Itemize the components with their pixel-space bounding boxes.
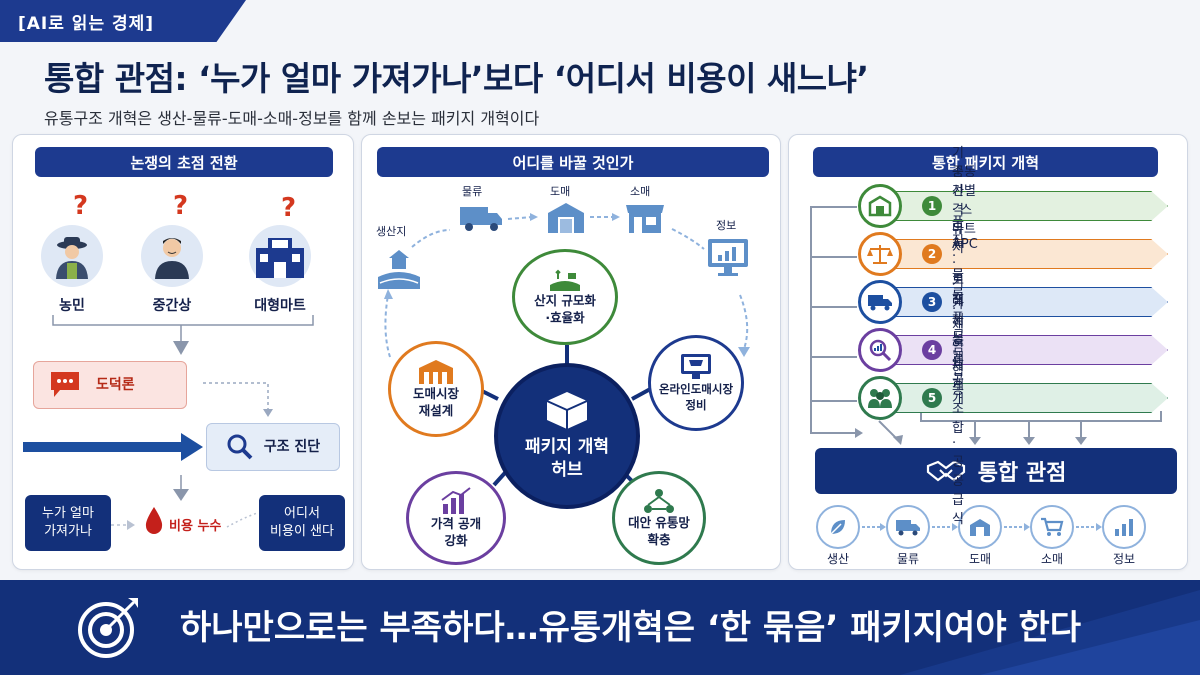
actor-label: 대형마트 <box>254 298 306 314</box>
item-number: 5 <box>922 388 942 408</box>
flow-label: 생산지 <box>376 225 407 238</box>
flow-label: 정보 <box>1112 552 1136 566</box>
field-icon <box>550 269 580 292</box>
flow-label: 도매 <box>968 552 992 566</box>
node-price-disclosure: 가격 공개 강화 <box>406 471 506 565</box>
warehouse-icon <box>958 505 1002 549</box>
node-origin-scale: 산지 규모화 ·효율화 <box>512 249 618 345</box>
magnifier-icon <box>227 434 253 460</box>
node-wholesale-redesign: 도매시장 재설계 <box>388 341 484 437</box>
integrated-view-label: 통합 관점 <box>977 461 1067 486</box>
farmland-icon <box>376 247 422 293</box>
page-subtitle: 유통구조 개혁은 생산-물류-도매-소매-정보를 함께 손보는 패키지 개혁이다 <box>44 109 540 128</box>
panel-focus-shift: 논쟁의 초점 전환 ? ? ? 농민 중간상 대형마트 도덕론 구조 진단 누가… <box>12 134 354 570</box>
speech-bubble-icon <box>51 372 79 397</box>
warehouse-icon <box>546 201 586 239</box>
magnifier-chart-icon <box>858 328 902 372</box>
item-label: 품질 · 물류 · 책임체계 <box>952 215 964 393</box>
flow-label: 물류 <box>462 185 483 198</box>
page-title: 통합 관점: ‘누가 얼마 가져가나’보다 ‘어디서 비용이 새느냐’ <box>44 59 869 98</box>
market-building-icon <box>419 360 453 385</box>
node-label: 산지 규모화 ·효율화 <box>534 293 596 325</box>
node-online-market: 온라인도매시장 정비 <box>648 335 744 431</box>
item-label: 로컬푸드 · 협동조합 · 공공급식 <box>952 273 964 527</box>
farmer-icon <box>41 225 103 287</box>
flow-label: 물류 <box>896 552 920 566</box>
truck-icon <box>858 280 902 324</box>
section-tag: [AI로 읽는 경제] <box>0 0 246 42</box>
question-mark: ? <box>281 193 297 223</box>
actor-label: 중간상 <box>152 298 192 314</box>
box-icon <box>546 392 588 430</box>
bar-chart-icon <box>441 487 471 515</box>
banner-decoration <box>900 590 1200 675</box>
question-mark: ? <box>73 191 89 221</box>
panel-heading: 통합 패키지 개혁 <box>813 147 1158 177</box>
flow-label: 정보 <box>716 219 737 232</box>
shop-icon <box>624 201 666 239</box>
item-number: 1 <box>922 196 942 216</box>
truck-icon <box>458 203 504 237</box>
bottom-banner: 하나만으로는 부족하다…유통개혁은 ‘한 묶음’ 패키지여야 한다 <box>0 580 1200 675</box>
node-label: 가격 공개 강화 <box>430 516 482 548</box>
hub-label: 패키지 개혁 허브 <box>524 437 610 480</box>
panel-where-to-change: 어디를 바꿀 것인가 생산지 물류 도매 소매 정보 패키지 개혁 <box>361 134 781 570</box>
item-label: 공동선별 · 스마트 APC <box>952 164 978 252</box>
item-number: 3 <box>922 292 942 312</box>
package-reform-hub: 패키지 개혁 허브 <box>494 363 640 509</box>
flow-label: 생산 <box>826 552 850 566</box>
node-label: 대안 유통망 확충 <box>628 515 690 547</box>
structure-diagnosis-box: 구조 진단 <box>206 423 340 471</box>
moralism-box: 도덕론 <box>33 361 187 409</box>
integrated-view-banner: 통합 관점 <box>815 448 1177 494</box>
cart-icon <box>1030 505 1074 549</box>
who-takes-box: 누가 얼마 가져가나 <box>25 495 111 551</box>
scale-icon <box>858 232 902 276</box>
item-number: 2 <box>922 244 942 264</box>
cost-leak-label: 비용 누수 <box>169 519 222 534</box>
item-label: 가격 흐름 공개 <box>952 297 964 407</box>
conclusion-text: 하나만으로는 부족하다…유통개혁은 ‘한 묶음’ 패키지여야 한다 <box>180 608 1082 648</box>
bar-chart-icon <box>1102 505 1146 549</box>
flow-arrows <box>862 523 1102 531</box>
bracket-connectors <box>810 206 1162 445</box>
item-number: 4 <box>922 340 942 360</box>
item-label: 기준가격 유지 · 거래 재설계 <box>952 146 964 366</box>
middleman-icon <box>141 225 203 287</box>
store-icon <box>249 225 311 287</box>
where-leaks-box: 어디서 비용이 샌다 <box>259 495 345 551</box>
target-icon <box>78 598 138 658</box>
truck-icon <box>886 505 930 549</box>
node-label: 온라인도매시장 정비 <box>658 382 734 412</box>
panel-heading: 논쟁의 초점 전환 <box>35 147 333 177</box>
flow-label: 도매 <box>550 185 571 198</box>
network-people-icon <box>644 489 674 514</box>
question-mark: ? <box>173 191 189 221</box>
leaf-icon <box>816 505 860 549</box>
handshake-icon <box>926 460 965 482</box>
actor-label: 농민 <box>59 298 85 314</box>
monitor-cart-icon <box>681 354 711 380</box>
blood-drop-icon <box>143 505 165 539</box>
structure-diagnosis-label: 구조 진단 <box>263 438 321 455</box>
node-alt-distribution: 대안 유통망 확충 <box>612 471 706 565</box>
flow-connectors <box>23 315 314 530</box>
flow-label: 소매 <box>1040 552 1064 566</box>
flow-label: 소매 <box>630 185 651 198</box>
people-icon <box>858 376 902 420</box>
node-label: 도매시장 재설계 <box>412 386 459 418</box>
monitor-chart-icon <box>706 237 750 281</box>
warehouse-icon <box>858 184 902 228</box>
moralism-label: 도덕론 <box>96 376 135 393</box>
panel-heading: 어디를 바꿀 것인가 <box>377 147 769 177</box>
